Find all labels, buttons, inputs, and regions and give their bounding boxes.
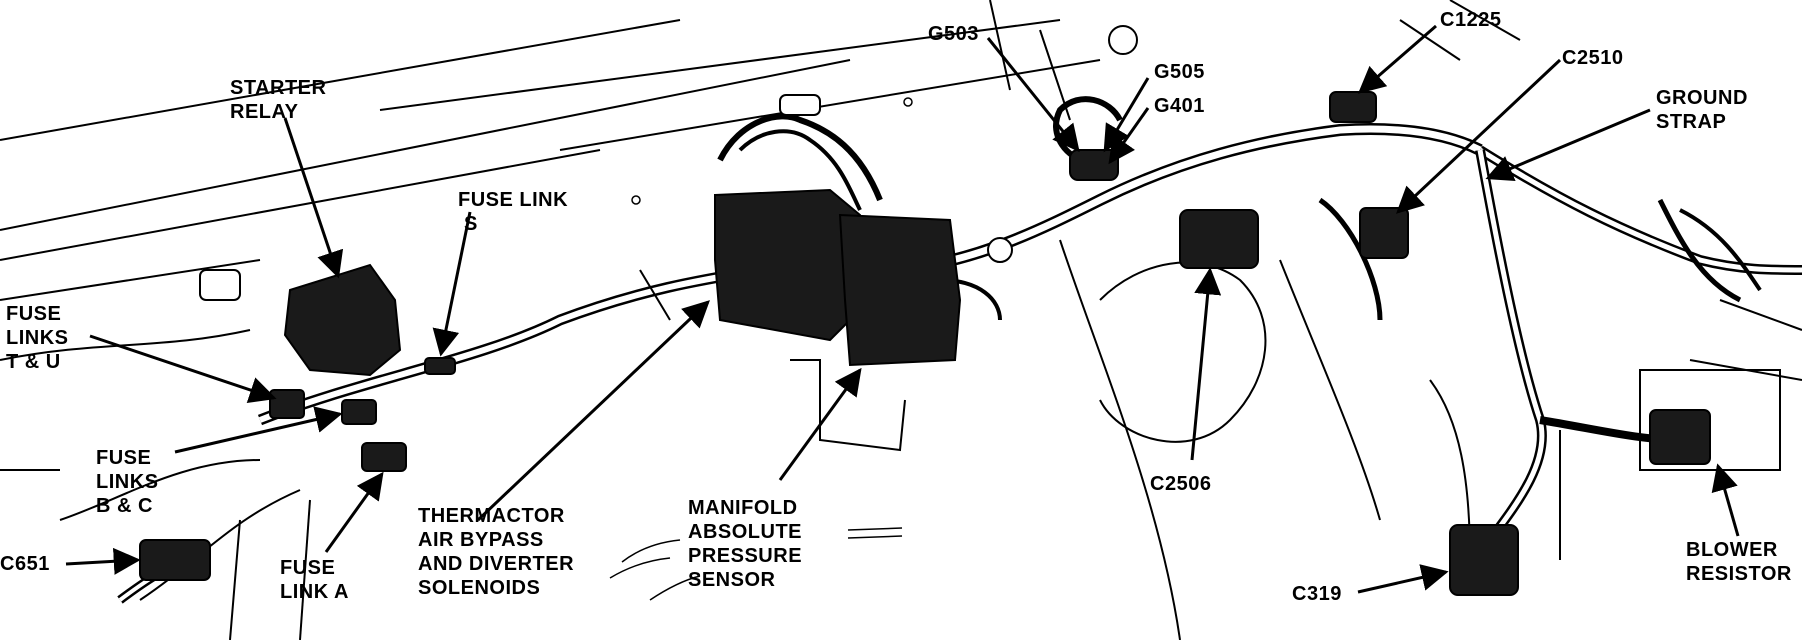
arrow-g503 [986,37,1080,153]
map-sensor-body [838,213,962,367]
fuse-links-tu-body [269,389,305,419]
label-c1225: C1225 [1440,9,1502,31]
label-g503: G503 [928,23,979,45]
label-c319: C319 [1292,583,1342,605]
label-g401: G401 [1154,95,1205,117]
arrow-c2506 [1190,267,1222,461]
c2506-body [1179,209,1259,269]
c2510-body [1359,207,1409,259]
c319-body [1449,524,1519,596]
decorative-strokes [609,97,913,601]
arrow-fuse-links-tu [89,334,277,404]
label-c2510: C2510 [1562,47,1624,69]
c651-body [139,539,211,581]
arrow-g401 [1108,107,1150,165]
arrow-blower-resistor [1711,463,1740,537]
arrow-fuse-links-bc [174,406,343,454]
component-outlines [199,25,1781,471]
leader-arrows [65,24,1740,594]
fuse-link-a-body [361,442,407,472]
arrow-map-sensor [778,367,862,481]
arrow-c2510 [1396,58,1562,214]
fuse-links-bc-body [341,399,377,425]
fuse-link-s-body [424,357,456,375]
blower-resistor-body [1649,409,1711,465]
starter-relay-body [283,263,402,377]
label-c2506: C2506 [1150,473,1212,495]
c1225-body [1329,91,1377,123]
label-g505: G505 [1154,61,1205,83]
arrow-fuse-link-s [432,211,472,357]
arrow-starter-relay [283,117,344,279]
label-c651: C651 [0,553,50,575]
arrow-thermactor [476,300,710,522]
arrow-fuse-link-a [324,471,384,553]
arrow-c651 [65,547,141,575]
arrow-ground-strap [1485,108,1651,182]
arrow-c1225 [1357,24,1437,94]
components [139,91,1711,596]
arrow-c319 [1357,564,1449,594]
g503-g505-body [1069,149,1119,181]
